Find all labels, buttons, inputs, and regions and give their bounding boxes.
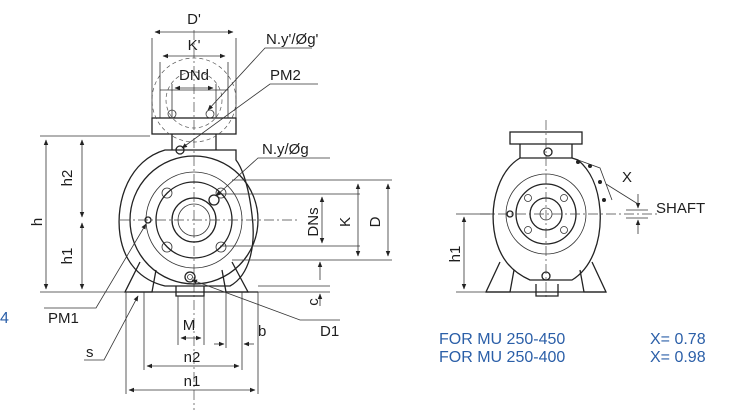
side-view: h1 X SHAFT (447, 120, 705, 300)
label-h: h (29, 218, 46, 226)
label-DNd: DNd (179, 67, 209, 84)
edge-fragment: 4 (0, 310, 9, 327)
volute-casing (118, 149, 254, 287)
label-n2: n2 (184, 349, 201, 366)
label-h2: h2 (59, 170, 76, 187)
label-Ny-prime: N.y'/Øg' (266, 31, 319, 48)
label-h1-side: h1 (447, 246, 464, 263)
model-notes: FOR MU 250-450 X= 0.78 FOR MU 250-400 X=… (439, 331, 706, 366)
note-value-1: X= 0.78 (650, 331, 706, 348)
label-DNs: DNs (305, 207, 322, 236)
label-SHAFT: SHAFT (656, 200, 705, 217)
label-PM1: PM1 (48, 310, 79, 327)
label-b: b (258, 323, 266, 340)
label-K: K (337, 217, 354, 227)
label-h1: h1 (59, 248, 76, 265)
label-D-prime: D' (187, 11, 201, 28)
front-view: h h2 h1 DNs K D c D' K' DNd N.y'/Øg' PM2… (29, 11, 392, 410)
label-X: X (622, 169, 632, 186)
label-M: M (183, 317, 196, 334)
label-s: s (86, 344, 94, 361)
label-Ny: N.y/Øg (262, 141, 309, 158)
note-model-2: FOR MU 250-400 (439, 349, 565, 366)
label-n1: n1 (184, 373, 201, 390)
label-K-prime: K' (188, 37, 201, 54)
label-c: c (305, 298, 322, 306)
label-PM2: PM2 (270, 67, 301, 84)
label-D1: D1 (320, 323, 339, 340)
label-D: D (367, 216, 384, 227)
note-value-2: X= 0.98 (650, 349, 706, 366)
note-model-1: FOR MU 250-450 (439, 331, 565, 348)
